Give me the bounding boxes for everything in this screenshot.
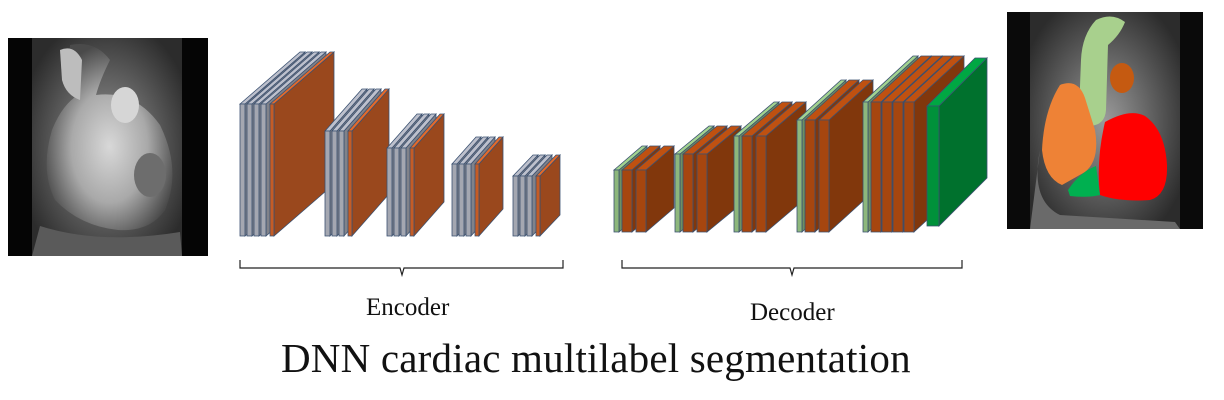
encoder-brace <box>239 260 564 278</box>
diagram-title: DNN cardiac multilabel segmentation <box>281 335 911 381</box>
segment-green <box>1068 166 1100 197</box>
decoder-output-slab <box>926 57 988 227</box>
decoder-label: Decoder <box>750 299 835 326</box>
encoder-label: Encoder <box>366 294 450 321</box>
encoder-orange-slab <box>268 51 336 237</box>
segment-red <box>1098 113 1168 201</box>
decoder-layers <box>612 55 988 233</box>
segment-brown <box>1110 63 1134 93</box>
encoder-orange-slab <box>474 135 504 238</box>
input-mri-image <box>8 38 208 256</box>
encoder-layers <box>238 51 561 238</box>
encoder-orange-slab <box>409 112 445 238</box>
segment-light-green <box>1079 16 1125 127</box>
decoder-brace <box>621 260 963 278</box>
decoder-brown-slab <box>754 101 808 233</box>
decoder-brown-slab <box>634 145 676 233</box>
encoder-orange-slab <box>535 154 561 237</box>
decoder-brown-slab <box>695 125 743 233</box>
decoder-brown-slab <box>817 79 875 233</box>
output-segmentation-image <box>1007 12 1203 229</box>
segment-orange <box>1042 83 1097 185</box>
